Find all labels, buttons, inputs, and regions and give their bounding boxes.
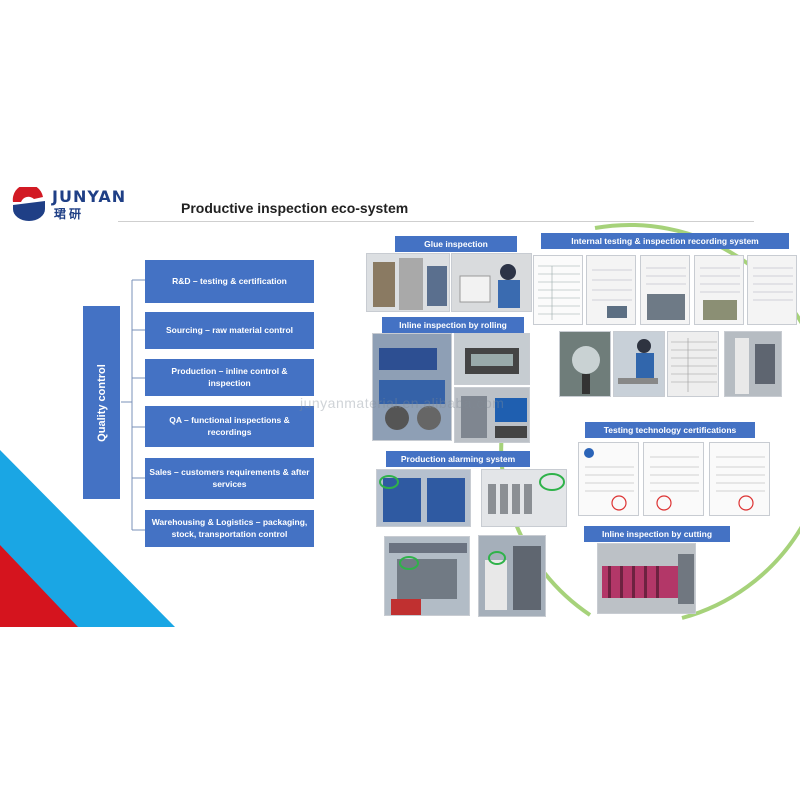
tree-connector bbox=[121, 279, 145, 531]
label-inline-cutting: Inline inspection by cutting bbox=[584, 526, 730, 542]
quality-control-label: Quality control bbox=[95, 363, 108, 442]
label-glue-inspection: Glue inspection bbox=[395, 236, 517, 252]
photo-rolling-3 bbox=[454, 387, 530, 443]
title-divider bbox=[118, 221, 754, 222]
logo-icon bbox=[12, 187, 45, 221]
photo-cutting bbox=[597, 543, 696, 614]
watermark: junyanmaterial.en.alibaba.com bbox=[300, 395, 505, 411]
label-alarming-system: Production alarming system bbox=[386, 451, 530, 467]
item-warehousing: Warehousing & Logistics – packaging, sto… bbox=[145, 510, 314, 547]
photo-lab-4 bbox=[724, 331, 782, 397]
photo-record-2 bbox=[586, 255, 636, 325]
photo-record-1 bbox=[533, 255, 583, 325]
brand-name-cn: 珺研 bbox=[54, 207, 85, 221]
photo-lab-3 bbox=[667, 331, 719, 397]
photo-record-4 bbox=[694, 255, 744, 325]
photo-alarm-2 bbox=[481, 469, 567, 527]
photo-cert-1 bbox=[578, 442, 639, 516]
item-sales: Sales – customers requirements & after s… bbox=[145, 458, 314, 499]
photo-lab-1 bbox=[559, 331, 611, 397]
label-internal-testing: Internal testing & inspection recording … bbox=[541, 233, 789, 249]
photo-cert-2 bbox=[643, 442, 704, 516]
photo-record-5 bbox=[747, 255, 797, 325]
item-sourcing: Sourcing – raw material control bbox=[145, 312, 314, 349]
item-production: Production – inline control & inspection bbox=[145, 359, 314, 396]
quality-control-box: Quality control bbox=[83, 306, 120, 499]
photo-alarm-1 bbox=[376, 469, 471, 527]
corner-decoration bbox=[0, 450, 175, 627]
corner-cyan-shape bbox=[0, 450, 175, 627]
photo-alarm-3 bbox=[384, 536, 470, 616]
photo-glue-2 bbox=[451, 253, 532, 312]
photo-rolling-1 bbox=[372, 333, 452, 441]
item-qa: QA – functional inspections & recordings bbox=[145, 406, 314, 447]
corner-red-shape bbox=[0, 545, 78, 627]
label-certifications: Testing technology certifications bbox=[585, 422, 755, 438]
photo-alarm-4 bbox=[478, 535, 546, 617]
item-rd: R&D – testing & certification bbox=[145, 260, 314, 303]
photo-glue-1 bbox=[366, 253, 450, 312]
brand-name: JUNYAN bbox=[52, 187, 127, 206]
photo-record-3 bbox=[640, 255, 690, 325]
label-inline-rolling: Inline inspection by rolling bbox=[382, 317, 524, 333]
photo-rolling-2 bbox=[454, 333, 530, 385]
slide-title: Productive inspection eco-system bbox=[181, 200, 409, 216]
photo-lab-2 bbox=[613, 331, 665, 397]
slide: JUNYAN 珺研 Productive inspection eco-syst… bbox=[0, 160, 800, 627]
photo-cert-3 bbox=[709, 442, 770, 516]
